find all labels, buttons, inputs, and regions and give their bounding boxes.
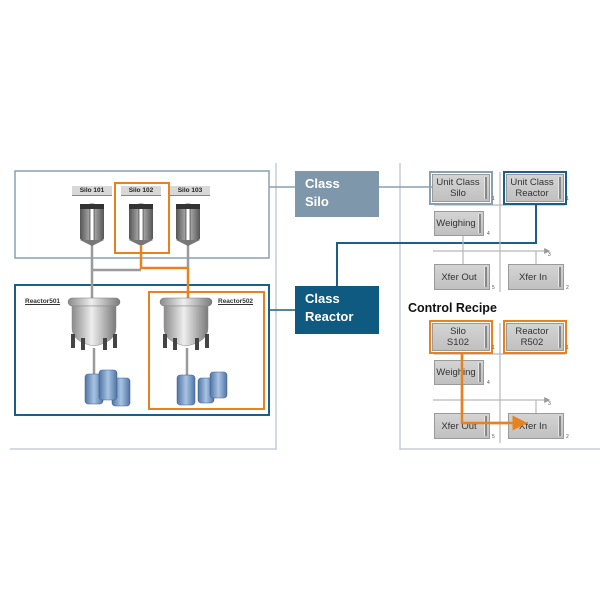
sync-number: 3 <box>548 401 551 407</box>
step-label: Weighing <box>436 218 476 229</box>
silo-label-101[interactable]: Silo 101 <box>72 186 112 196</box>
step-weighing[interactable]: Weighing <box>434 211 484 236</box>
plant-panel-frame <box>10 163 277 450</box>
step-number: 4 <box>487 380 490 386</box>
step-line2: R502 <box>520 337 544 348</box>
class-silo-line1: Class <box>305 176 340 191</box>
step-line2: Silo <box>450 188 466 199</box>
class-silo-box[interactable]: Class Silo <box>295 171 379 217</box>
step-line1: Unit Class <box>510 177 554 188</box>
step-label: Xfer In <box>519 271 547 283</box>
step-line1: Unit Class <box>436 177 480 188</box>
sync-number: 3 <box>548 252 551 258</box>
reactor-icons <box>67 297 213 350</box>
step-number: 5 <box>492 434 495 440</box>
recipe-panel-frame <box>399 163 600 450</box>
control-recipe-title: Control Recipe <box>408 301 497 315</box>
step-line2: S102 <box>446 337 470 348</box>
pipe-network <box>90 245 190 378</box>
class-reactor-line1: Class <box>305 291 340 306</box>
silo-102-selection <box>114 182 170 254</box>
reactor-502-selection <box>148 291 265 410</box>
step-xfer-out[interactable]: Xfer Out <box>434 264 490 290</box>
step-number: 1 <box>492 345 495 351</box>
silo-label-103[interactable]: Silo 103 <box>170 186 210 196</box>
step-xfer-in[interactable]: Xfer In <box>508 413 564 439</box>
step-number: 1 <box>492 196 495 202</box>
class-silo-line2: Silo <box>305 194 329 209</box>
class-reactor-line2: Reactor <box>305 309 354 324</box>
step-label: Weighing <box>436 367 476 378</box>
silo-icons <box>80 203 200 246</box>
step-label: Xfer Out <box>441 271 477 283</box>
reactor-area-frame <box>14 284 270 416</box>
step-number: 5 <box>492 285 495 291</box>
step-label: Xfer In <box>519 420 547 432</box>
step-xfer-in[interactable]: Xfer In <box>508 264 564 290</box>
barrel-icons <box>84 369 228 407</box>
step-number: 2 <box>566 434 569 440</box>
step-number: 1 <box>566 196 569 202</box>
selected-material-path <box>139 246 196 315</box>
step-line1: Reactor <box>515 326 549 337</box>
master-recipe-links <box>433 172 565 292</box>
silo-label-102[interactable]: Silo 102 <box>121 186 161 196</box>
step-number: 1 <box>566 345 569 351</box>
step-number: 4 <box>487 231 490 237</box>
class-reactor-box[interactable]: Class Reactor <box>295 286 379 334</box>
reactor-label-502[interactable]: Reactor502 <box>218 298 254 305</box>
step-label: Xfer Out <box>441 420 477 432</box>
step-line2: Reactor <box>515 188 549 199</box>
step-xfer-out[interactable]: Xfer Out <box>434 413 490 439</box>
reactor-label-501[interactable]: Reactor501 <box>25 298 61 305</box>
step-weighing[interactable]: Weighing <box>434 360 484 385</box>
step-number: 2 <box>566 285 569 291</box>
step-line1: Silo <box>450 326 466 337</box>
